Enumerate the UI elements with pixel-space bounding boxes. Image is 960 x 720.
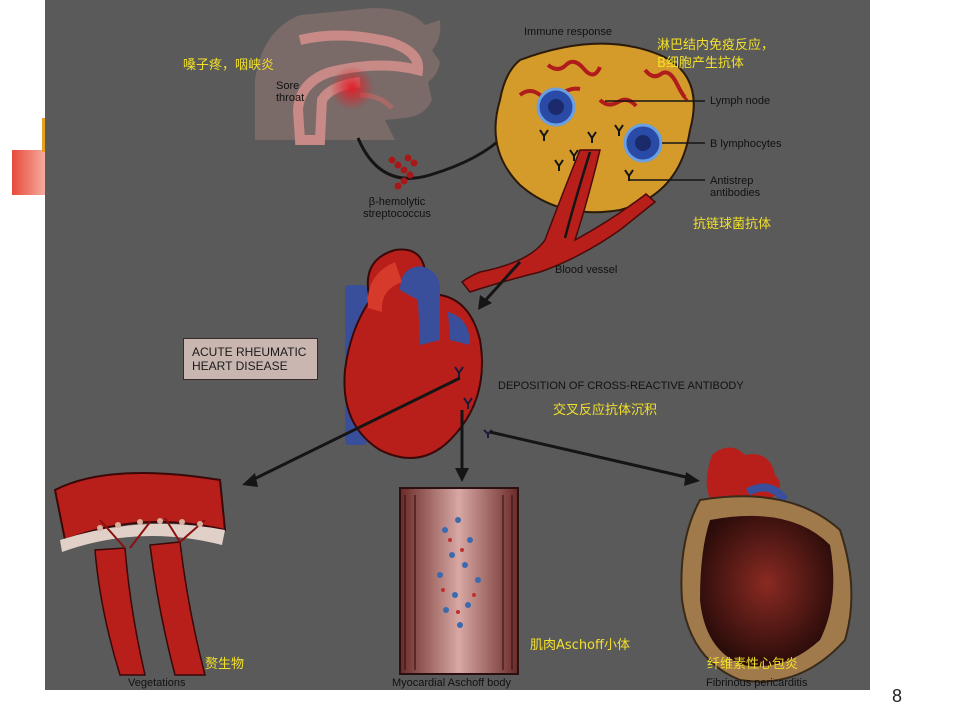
label-antistrep: Antistrep antibodies <box>710 175 761 199</box>
lymph-node-graphic <box>494 42 705 214</box>
vegetations-graphic <box>53 472 227 676</box>
annotation-cross-reactive: 交叉反应抗体沉积 <box>553 403 658 418</box>
annotation-aschoff: 肌肉Aschoff小体 <box>530 638 630 653</box>
annotation-vegetation: 赘生物 <box>205 657 245 672</box>
acute-rheumatic-box: ACUTE RHEUMATIC HEART DISEASE <box>183 338 318 380</box>
label-deposition: DEPOSITION OF CROSS-REACTIVE ANTIBODY <box>498 380 744 392</box>
label-hemolytic: β-hemolytic streptococcus <box>363 196 431 220</box>
pericarditis-graphic <box>680 447 853 683</box>
page-number: 8 <box>891 686 902 706</box>
annotation-lymph-line2: B细胞产生抗体 <box>657 56 744 71</box>
aschoff-body-graphic <box>399 487 519 675</box>
label-sore-throat: Sore throat <box>276 80 305 104</box>
red-accent-line <box>42 118 47 152</box>
streptococcus-chain <box>388 154 418 190</box>
label-fibrinous: Fibrinous pericarditis <box>706 677 808 689</box>
annotation-lymph-line1: 淋巴结内免疫反应， <box>657 38 775 53</box>
annotation-pericarditis: 纤维素性心包炎 <box>707 657 799 672</box>
annotation-antibody: 抗链球菌抗体 <box>693 217 772 232</box>
label-vegetations: Vegetations <box>128 677 186 689</box>
main-heart-graphic <box>343 248 493 459</box>
label-immune-response: Immune response <box>524 26 613 38</box>
annotation-sore-throat: 嗓子疼，咽峡炎 <box>183 58 275 73</box>
head-profile <box>255 8 441 145</box>
label-lymph-node: Lymph node <box>710 95 771 107</box>
label-b-lymphocytes: B lymphocytes <box>710 138 782 150</box>
label-myocardial: Myocardial Aschoff body <box>392 677 512 689</box>
blood-vessel-graphic <box>460 149 657 293</box>
label-blood-vessel: Blood vessel <box>555 264 618 276</box>
